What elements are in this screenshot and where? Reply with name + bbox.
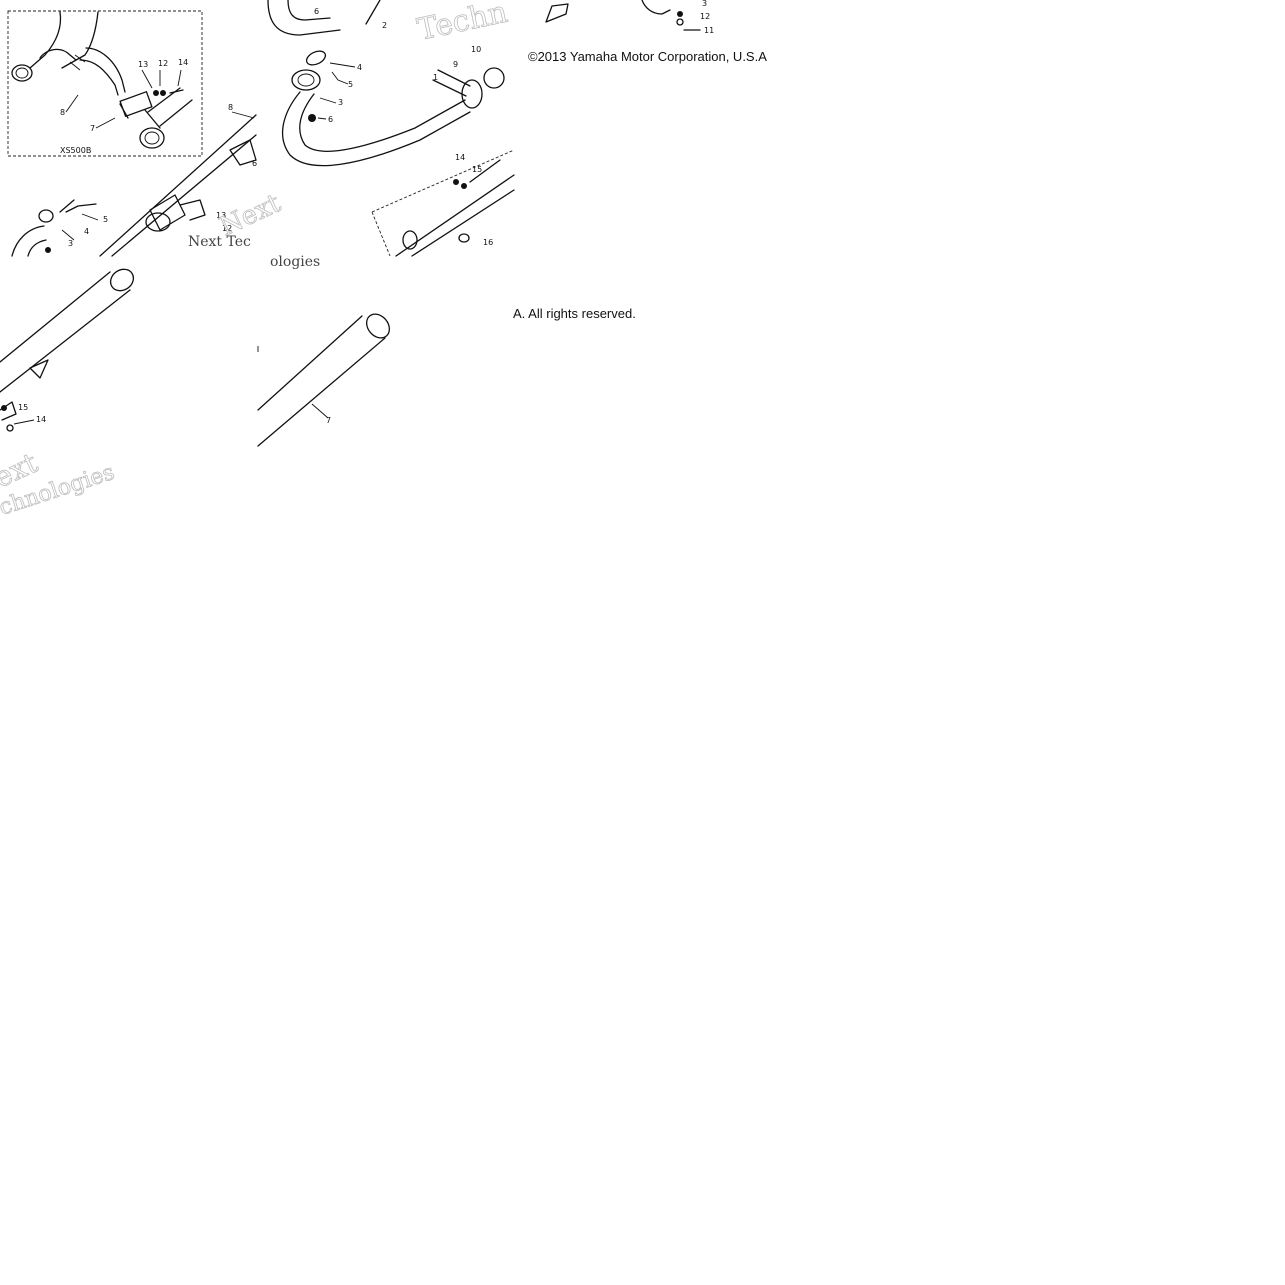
- callout-7e: 7: [326, 416, 331, 425]
- watermark-text: ologies: [270, 254, 320, 270]
- tile-muffler-single: 7: [257, 313, 390, 447]
- callout-12: 12: [158, 59, 168, 68]
- tile-exhaust-right: 6 2 Techn 4 5 3 6 10 9 1 14 15 16: [267, 0, 515, 257]
- tile2-header-pipe: [281, 50, 505, 167]
- callout-14: 14: [178, 58, 188, 67]
- tile1-flange: [11, 199, 99, 257]
- callout-4: 4: [84, 227, 89, 236]
- inset-box: [7, 10, 203, 157]
- callout-5: 5: [103, 215, 108, 224]
- callout-14c: 14: [455, 153, 465, 162]
- copyright-bottom: A. All rights reserved.: [513, 306, 636, 321]
- watermark-text: Next Tec: [188, 234, 251, 250]
- callout-3: 3: [68, 239, 73, 248]
- tile1-muffler: 8 5 4 3 13 12 6: [68, 103, 257, 257]
- copyright-top: ©2013 Yamaha Motor Corporation, U.S.A: [528, 49, 767, 64]
- callout-12e: 12: [700, 12, 710, 21]
- callout-7: 7: [90, 124, 95, 133]
- tile-muffler-lower: 15 14 ext chnologies ologies: [0, 254, 320, 521]
- callout-11: 11: [704, 26, 714, 35]
- callout-6c: 6: [314, 7, 319, 16]
- callout-3e: 3: [702, 0, 707, 8]
- callout-1: 1: [433, 73, 438, 82]
- callout-8: 8: [60, 108, 65, 117]
- callout-2: 2: [382, 21, 387, 30]
- tile-exhaust-fragment: 3 12 11 ©2013 Yamaha Motor Corporation, …: [528, 0, 767, 64]
- tile-exhaust-left: 13 12 14 8 7 XS500B 8 5 4 3 13 12 6: [7, 10, 286, 257]
- callout-8b: 8: [228, 103, 233, 112]
- callout-9: 9: [453, 60, 458, 69]
- callout-13b: 13: [216, 211, 226, 220]
- inset-header-pipe: [11, 11, 126, 96]
- inset-clamp: [119, 87, 193, 149]
- callout-6d: 6: [328, 115, 333, 124]
- inset-callouts: 13 12 14 8 7 XS500B: [60, 58, 188, 155]
- inset-label: XS500B: [60, 146, 91, 155]
- callout-16: 16: [483, 238, 493, 247]
- callout-4c: 4: [357, 63, 362, 72]
- callout-15c: 15: [472, 165, 482, 174]
- callout-15d: 15: [18, 403, 28, 412]
- tile2-bracket: [371, 149, 515, 257]
- callout-3c: 3: [338, 98, 343, 107]
- callout-13: 13: [138, 60, 148, 69]
- callout-10: 10: [471, 45, 481, 54]
- callout-6b: 6: [252, 159, 257, 168]
- watermark-text: Techn: [414, 0, 510, 48]
- tile2-callouts: 4 5 3 6 10 9 1 14 15 16: [328, 45, 493, 247]
- callout-12b: 12: [222, 224, 232, 233]
- callout-5c: 5: [348, 80, 353, 89]
- callout-14d: 14: [36, 415, 46, 424]
